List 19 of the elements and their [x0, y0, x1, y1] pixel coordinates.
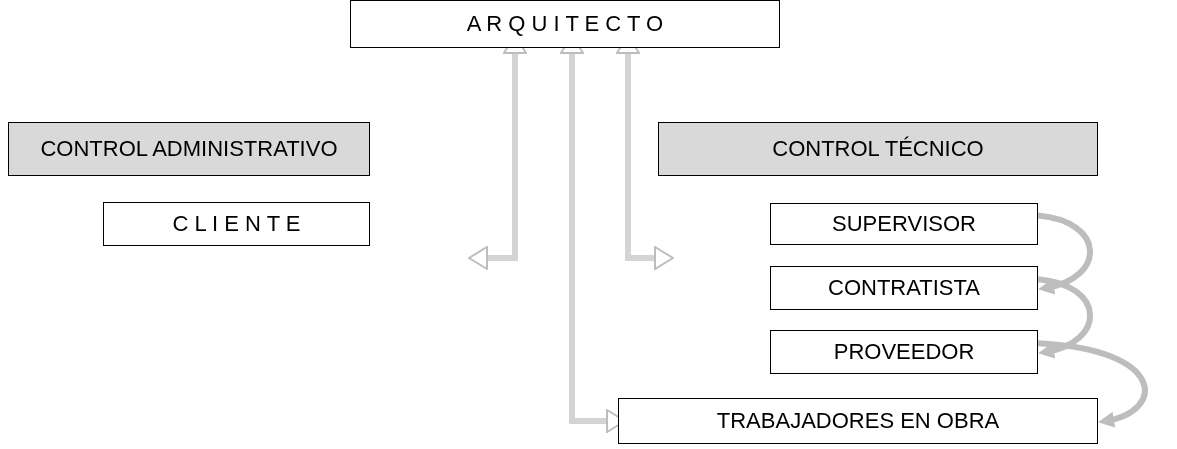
- role-label: PROVEEDOR: [833, 339, 975, 365]
- role-label: CONTROL ADMINISTRATIVO: [40, 136, 338, 162]
- role-label: C L I E N T E: [172, 211, 301, 237]
- section-header-box: [8, 122, 370, 176]
- section-header-box: [658, 122, 1098, 176]
- role-label: SUPERVISOR: [832, 211, 976, 237]
- role-box: [770, 330, 1038, 374]
- curved-arrow: [1037, 276, 1093, 358]
- role-box: [618, 398, 1098, 444]
- role-box: [770, 266, 1038, 310]
- role-label: A R Q U I T E C T O: [466, 11, 664, 37]
- curved-arrow: [1037, 340, 1148, 427]
- role-label: CONTRATISTA: [828, 275, 980, 301]
- role-box: [103, 202, 370, 246]
- role-label: TRABAJADORES EN OBRA: [716, 408, 1000, 434]
- role-box: [350, 0, 780, 48]
- role-box: [770, 203, 1038, 245]
- role-label: CONTROL TÉCNICO: [772, 136, 984, 162]
- curved-arrow: [1037, 212, 1093, 294]
